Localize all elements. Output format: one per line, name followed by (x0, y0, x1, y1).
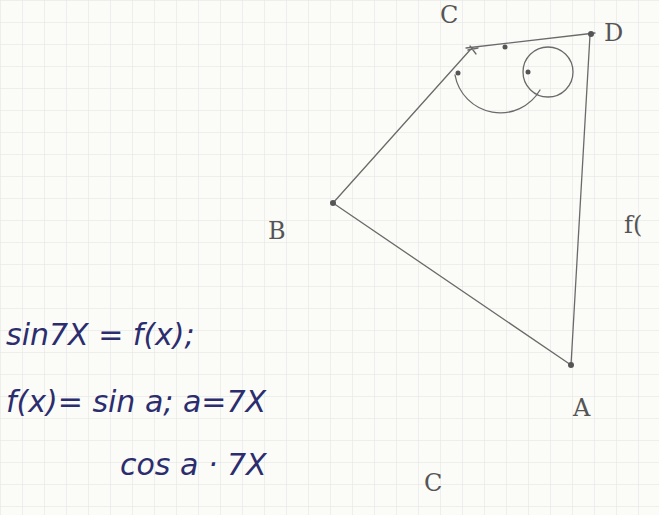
segment-ba (333, 203, 571, 365)
formula: f(x)= sin a; a=7X (6, 385, 266, 418)
segment-da (571, 35, 590, 365)
point-a (568, 362, 574, 368)
point-label: B (268, 218, 286, 244)
point-d (588, 31, 594, 37)
tick-mark (468, 46, 478, 54)
tangent-point (526, 70, 531, 75)
cut-text: f( (624, 212, 642, 238)
point-b (330, 200, 336, 206)
segment-bc (333, 50, 470, 203)
formula: sin7X = f(x); (6, 318, 195, 351)
circle-arc (455, 75, 540, 113)
tangent-point (503, 45, 508, 50)
formula: cos a · 7X (120, 448, 267, 481)
point-label: D (604, 20, 623, 46)
tangent-point (456, 71, 461, 76)
point-label: C (424, 470, 442, 496)
small-circle (523, 47, 573, 97)
point-label: A (573, 395, 590, 421)
segment-cd (466, 33, 595, 48)
point-label: C (440, 2, 458, 28)
